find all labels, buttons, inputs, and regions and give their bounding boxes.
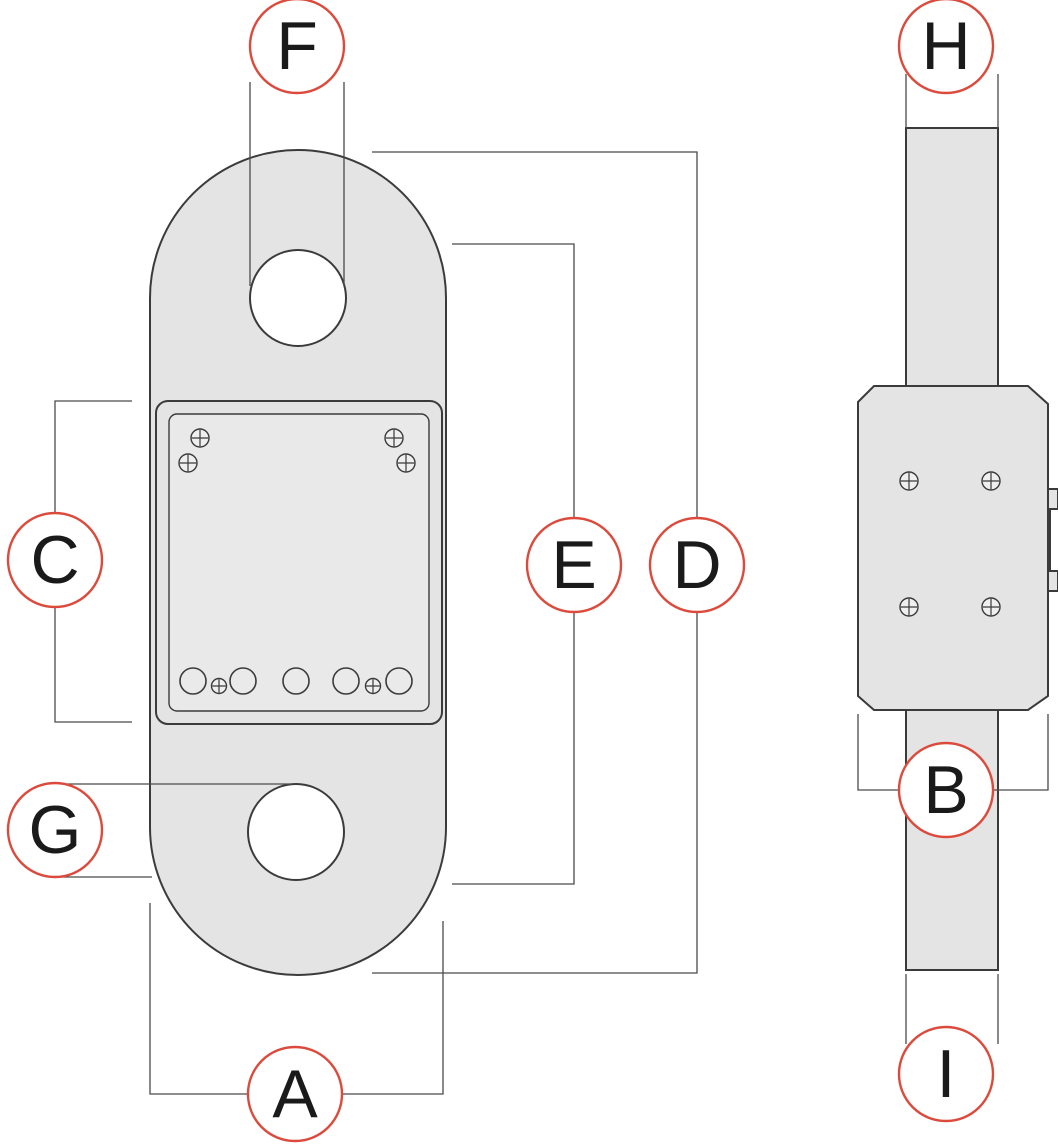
callout-circle-a bbox=[246, 1045, 344, 1143]
screw-icon bbox=[190, 428, 210, 448]
callout-g: G bbox=[6, 781, 104, 879]
bottom-shackle-hole bbox=[247, 783, 345, 881]
callout-label-f: F bbox=[276, 8, 318, 84]
screw-icon bbox=[981, 471, 1001, 491]
callouts: F H C E D G bbox=[6, 0, 995, 1143]
callout-label-c: C bbox=[30, 522, 79, 598]
callout-circle-b bbox=[897, 741, 995, 839]
display-panel-face bbox=[168, 413, 430, 712]
side-body-outline bbox=[857, 385, 1049, 711]
callout-e: E bbox=[525, 516, 623, 614]
callout-circle-c bbox=[6, 511, 104, 609]
dim-line-f bbox=[249, 82, 345, 286]
callout-label-h: H bbox=[921, 8, 970, 84]
callout-label-b: B bbox=[923, 752, 968, 828]
screw-icon bbox=[981, 597, 1001, 617]
side-view bbox=[857, 127, 1058, 971]
callout-b: B bbox=[897, 741, 995, 839]
callout-a: A bbox=[246, 1045, 344, 1143]
button-icon bbox=[179, 667, 207, 695]
screw-icon bbox=[178, 453, 198, 473]
side-clip bbox=[1047, 488, 1058, 592]
callout-circle-g bbox=[6, 781, 104, 879]
screw-icon bbox=[364, 677, 382, 695]
front-view bbox=[149, 149, 447, 976]
button-icon bbox=[332, 667, 360, 695]
dim-line-h bbox=[905, 74, 999, 128]
callout-c: C bbox=[6, 511, 104, 609]
callout-label-a: A bbox=[272, 1056, 318, 1132]
callout-label-g: G bbox=[29, 792, 82, 868]
callout-circle-i bbox=[897, 1025, 995, 1123]
screw-icon bbox=[384, 428, 404, 448]
screw-icon bbox=[899, 471, 919, 491]
button-icon bbox=[282, 667, 310, 695]
callout-d: D bbox=[648, 516, 746, 614]
callout-h: H bbox=[897, 0, 995, 95]
dim-line-i bbox=[905, 974, 999, 1044]
callout-label-i: I bbox=[937, 1036, 956, 1112]
callout-label-e: E bbox=[551, 527, 596, 603]
button-icon bbox=[229, 667, 257, 695]
callout-circle-d bbox=[648, 516, 746, 614]
dim-line-g bbox=[58, 783, 293, 878]
callout-label-d: D bbox=[672, 527, 721, 603]
screw-icon bbox=[210, 677, 228, 695]
callout-circle-h bbox=[897, 0, 995, 95]
callout-circle-e bbox=[525, 516, 623, 614]
callout-f: F bbox=[248, 0, 346, 95]
button-icon bbox=[385, 667, 413, 695]
top-shackle-hole bbox=[249, 249, 347, 347]
side-top-shank bbox=[905, 127, 999, 389]
screw-icon bbox=[396, 453, 416, 473]
screw-icon bbox=[899, 597, 919, 617]
callout-i: I bbox=[897, 1025, 995, 1123]
callout-circle-f bbox=[248, 0, 346, 95]
